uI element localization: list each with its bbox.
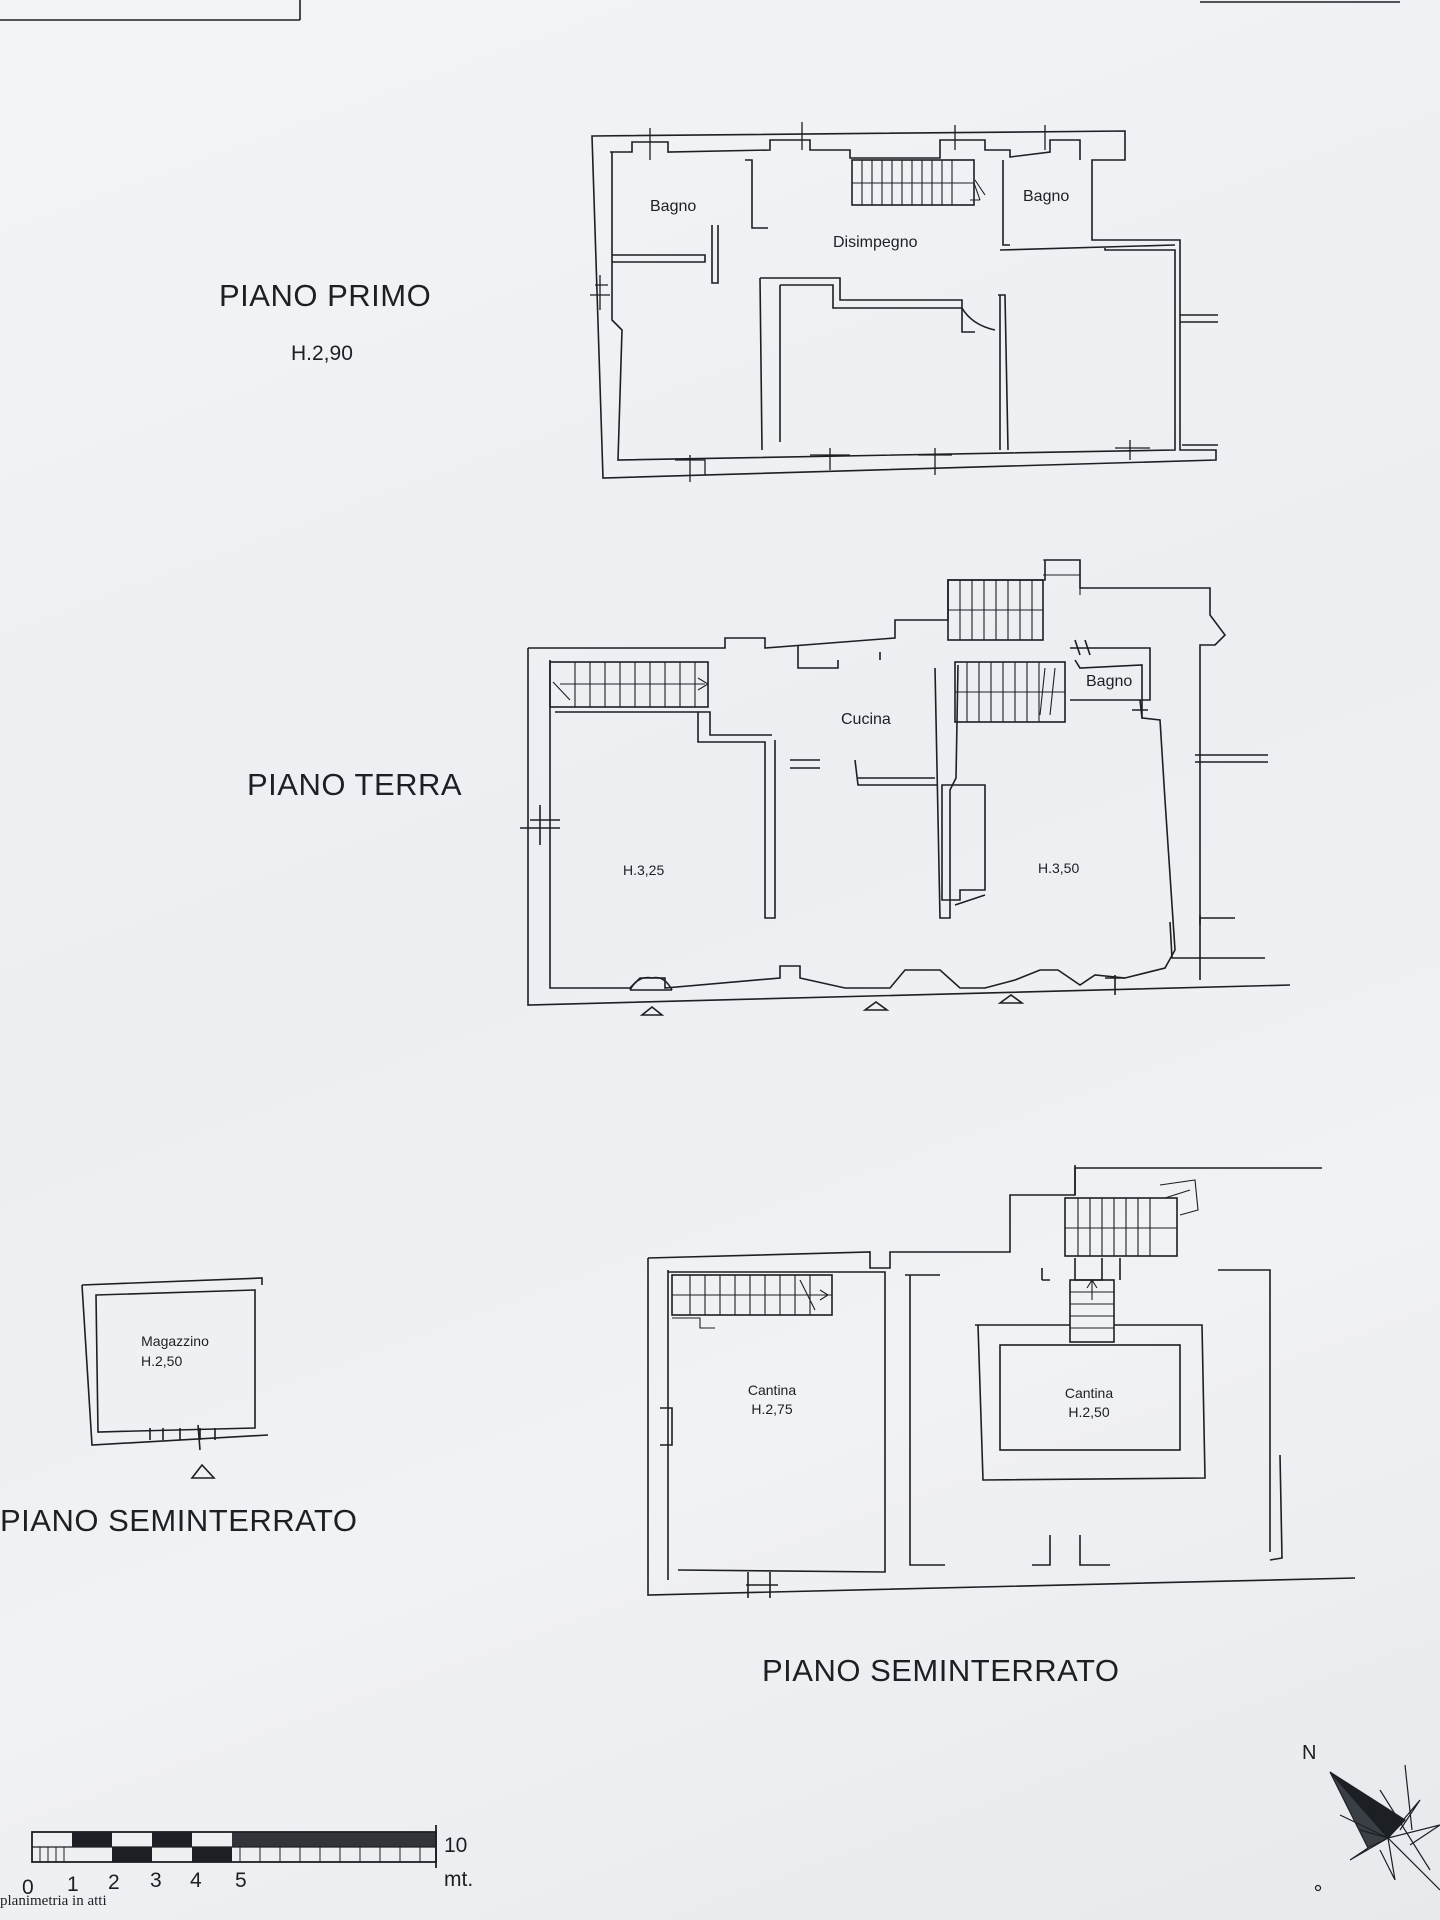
room-cucina: Cucina: [841, 711, 891, 728]
primo-windows: [590, 122, 1150, 482]
scale-bar-checks: [72, 1832, 436, 1862]
terra-stair-left-treads: [552, 662, 710, 707]
floor-height-primo: H.2,90: [291, 342, 353, 365]
plan-piano-terra: [520, 559, 1291, 1016]
room-cantina-right-height: H.2,50: [1068, 1404, 1110, 1420]
scale-bar: [31, 1825, 437, 1868]
north-compass-rose: [1314, 1764, 1440, 1892]
room-disimpegno: Disimpegno: [833, 234, 918, 251]
room-cantina-left-height: H.2,75: [751, 1401, 793, 1417]
room-bagno-terra: Bagno: [1086, 673, 1133, 690]
floor-title-seminterrato-left: PIANO SEMINTERRATO: [0, 1503, 358, 1538]
floor-title-terra: PIANO TERRA: [247, 767, 463, 802]
room-magazzino-name: Magazzino: [141, 1333, 209, 1349]
scale-tick-5: 5: [235, 1869, 247, 1892]
room-cantina-left-name: Cantina: [747, 1382, 797, 1398]
scale-tick-3: 3: [150, 1869, 162, 1892]
scale-tick-4: 4: [190, 1869, 202, 1892]
primo-stair-treads: [852, 160, 986, 205]
terra-stair-right-treads: [955, 662, 1065, 722]
scale-unit: mt.: [444, 1868, 474, 1891]
seminterrato-stair-right-treads: [1065, 1179, 1199, 1256]
room-bagno-primo-right: Bagno: [1023, 188, 1070, 205]
seminterrato-stair-core-treads: [1070, 1278, 1114, 1329]
room-magazzino-height: H.2,50: [141, 1353, 183, 1369]
floor-title-seminterrato-right: PIANO SEMINTERRATO: [762, 1653, 1120, 1688]
scale-tick-2: 2: [108, 1871, 120, 1894]
floor-title-primo: PIANO PRIMO: [219, 278, 432, 313]
sheet-top-border: [0, 0, 1400, 21]
compass-north-label: N: [1302, 1742, 1317, 1764]
room-height-terra-left: H.3,25: [623, 862, 665, 878]
plan-magazzino: [81, 1277, 269, 1479]
room-bagno-primo-left: Bagno: [650, 198, 697, 215]
scale-bar-hatch: [39, 1847, 421, 1862]
seminterrato-stair-left-treads: [672, 1275, 832, 1329]
scale-tick-1: 1: [67, 1873, 79, 1896]
room-height-terra-right: H.3,50: [1038, 860, 1080, 876]
terra-stair-top-treads: [948, 559, 1081, 640]
room-cantina-right-name: Cantina: [1064, 1385, 1114, 1401]
scale-tick-0: 0: [22, 1876, 34, 1899]
plan-piano-primo: [590, 122, 1218, 482]
plan-caption: planimetria in atti: [0, 1893, 107, 1909]
scale-tick-10: 10: [444, 1834, 468, 1857]
plan-seminterrato: [647, 1165, 1356, 1598]
